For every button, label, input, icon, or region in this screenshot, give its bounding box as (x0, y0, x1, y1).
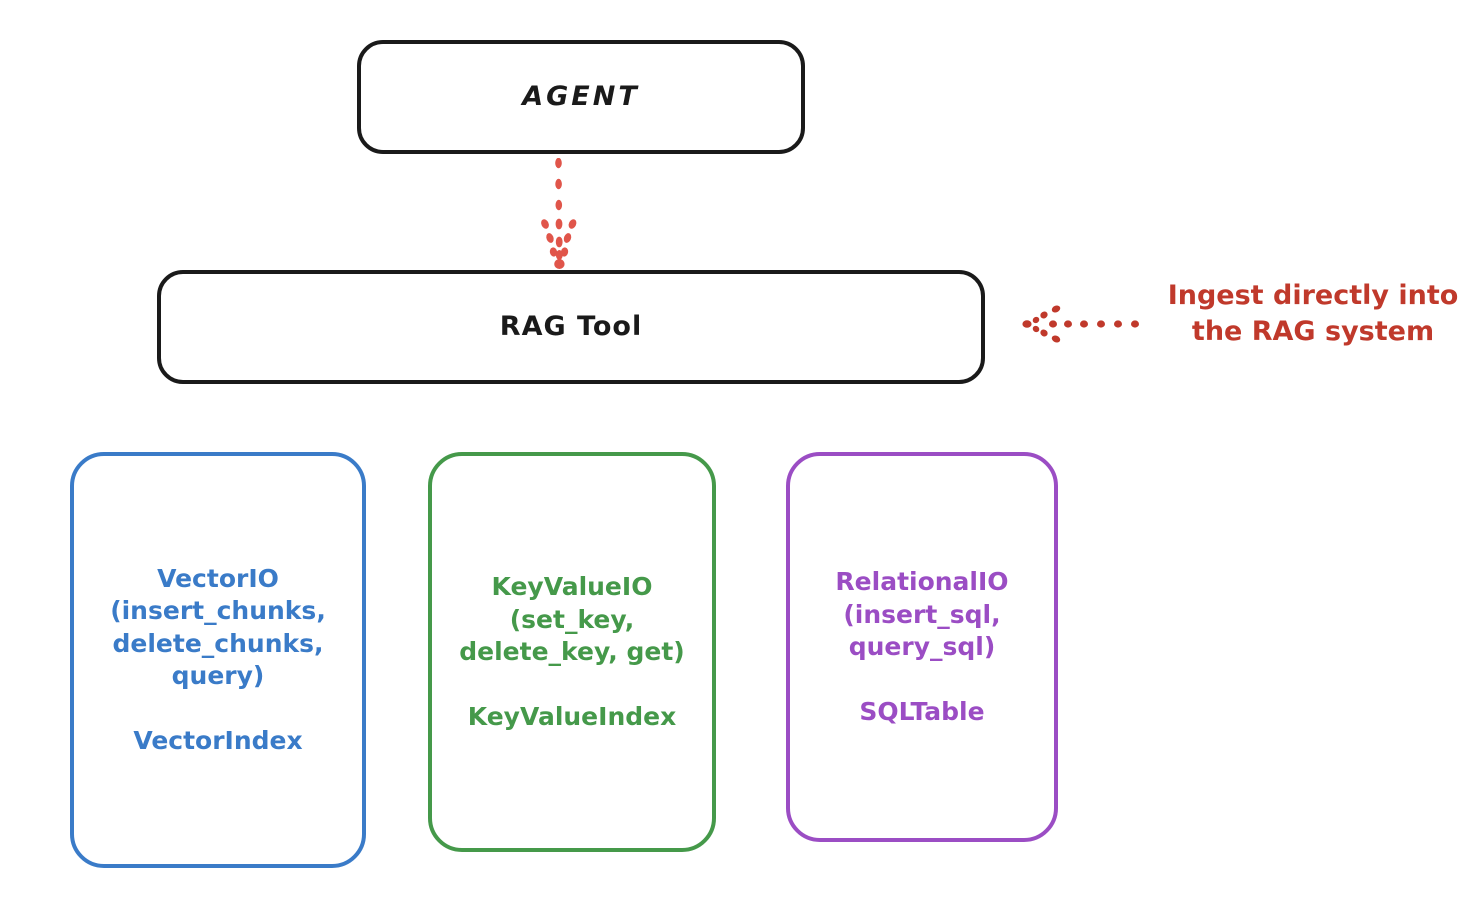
node-relational-io-label: RelationalIO (insert_sql, query_sql) (835, 567, 1009, 661)
node-key-value-io[interactable]: KeyValueIO (set_key, delete_key, get) Ke… (428, 452, 716, 852)
node-agent-label: AGENT (522, 81, 640, 113)
node-key-value-io-secondary-label: KeyValueIndex (467, 701, 677, 731)
node-relational-io-secondary-label: SQLTable (859, 696, 985, 726)
node-relational-io[interactable]: RelationalIO (insert_sql, query_sql) SQL… (786, 452, 1058, 842)
node-vector-io[interactable]: VectorIO (insert_chunks, delete_chunks, … (70, 452, 366, 868)
annotation-ingest-text: Ingest directly into the RAG system (1167, 280, 1459, 347)
node-rag-tool[interactable]: RAG Tool (157, 270, 985, 384)
node-vector-io-label: VectorIO (insert_chunks, delete_chunks, … (110, 563, 326, 691)
arrow-ingest-callout-icon (1022, 305, 1139, 343)
node-vector-io-secondary-label: VectorIndex (133, 725, 303, 755)
node-rag-tool-label: RAG Tool (499, 311, 643, 343)
node-agent[interactable]: AGENT (357, 40, 805, 154)
arrow-agent-to-rag-tool (520, 157, 600, 270)
arrow-ingest-callout (1022, 300, 1140, 348)
node-key-value-io-label: KeyValueIO (set_key, delete_key, get) (459, 572, 685, 666)
arrow-agent-to-rag-tool-icon (541, 157, 577, 269)
